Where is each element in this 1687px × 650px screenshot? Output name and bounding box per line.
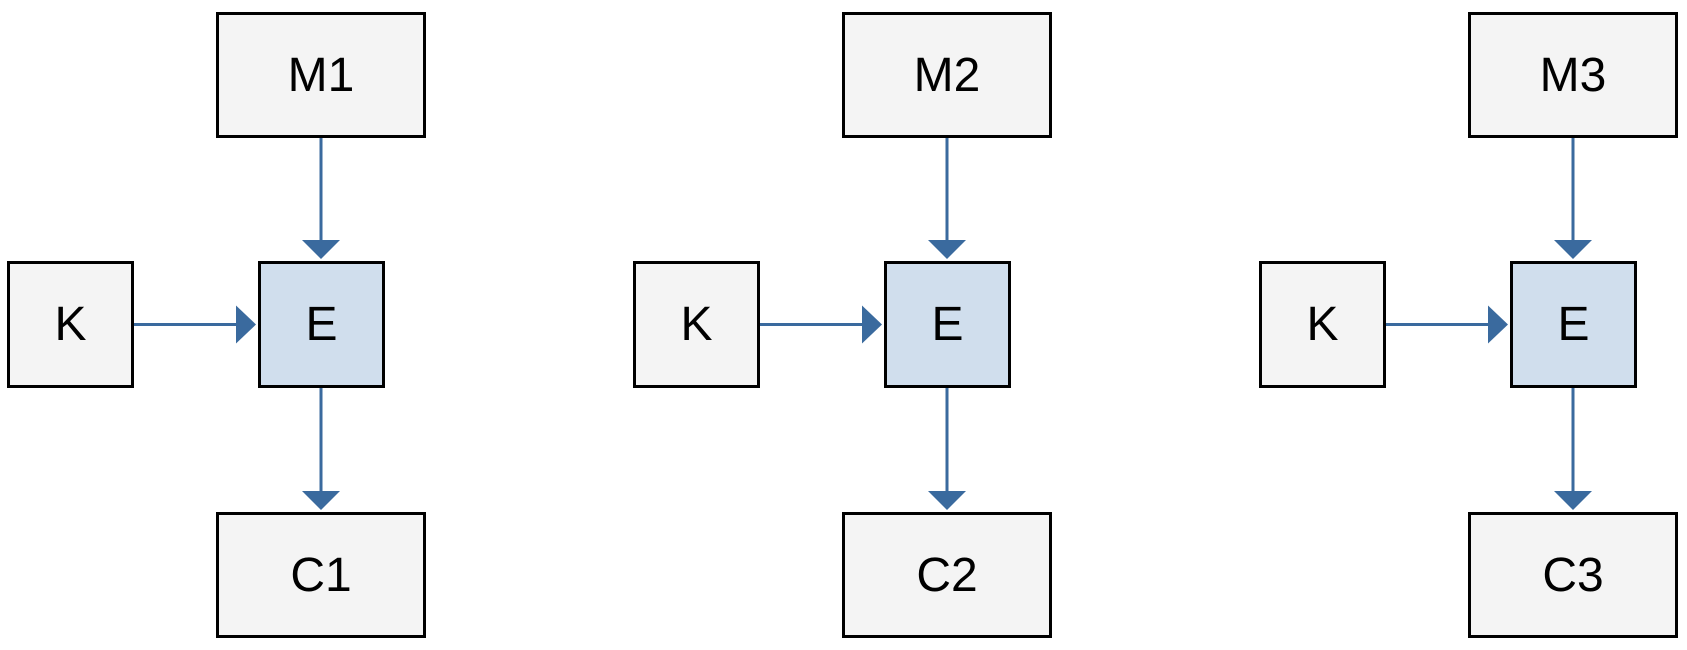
key-node-2: K: [633, 261, 760, 388]
arrowhead-key-to-encoder-3: [1488, 305, 1508, 344]
message-node-2: M2: [842, 12, 1052, 138]
arrowhead-key-to-encoder-2: [862, 305, 882, 344]
output-node-1: C1: [216, 512, 426, 638]
output-node-2: C2: [842, 512, 1052, 638]
message-node-1: M1: [216, 12, 426, 138]
encoder-node-3: E: [1510, 261, 1637, 388]
message-node-3: M3: [1468, 12, 1678, 138]
arrowhead-message-to-encoder-3: [1554, 240, 1592, 259]
arrowhead-encoder-to-output-3: [1554, 491, 1592, 510]
key-node-3: K: [1259, 261, 1386, 388]
arrowhead-encoder-to-output-1: [302, 491, 340, 510]
arrowhead-encoder-to-output-2: [928, 491, 966, 510]
arrowhead-key-to-encoder-1: [236, 305, 256, 344]
output-node-3: C3: [1468, 512, 1678, 638]
arrowhead-message-to-encoder-2: [928, 240, 966, 259]
encoder-node-2: E: [884, 261, 1011, 388]
encoder-node-1: E: [258, 261, 385, 388]
arrowhead-message-to-encoder-1: [302, 240, 340, 259]
key-node-1: K: [7, 261, 134, 388]
